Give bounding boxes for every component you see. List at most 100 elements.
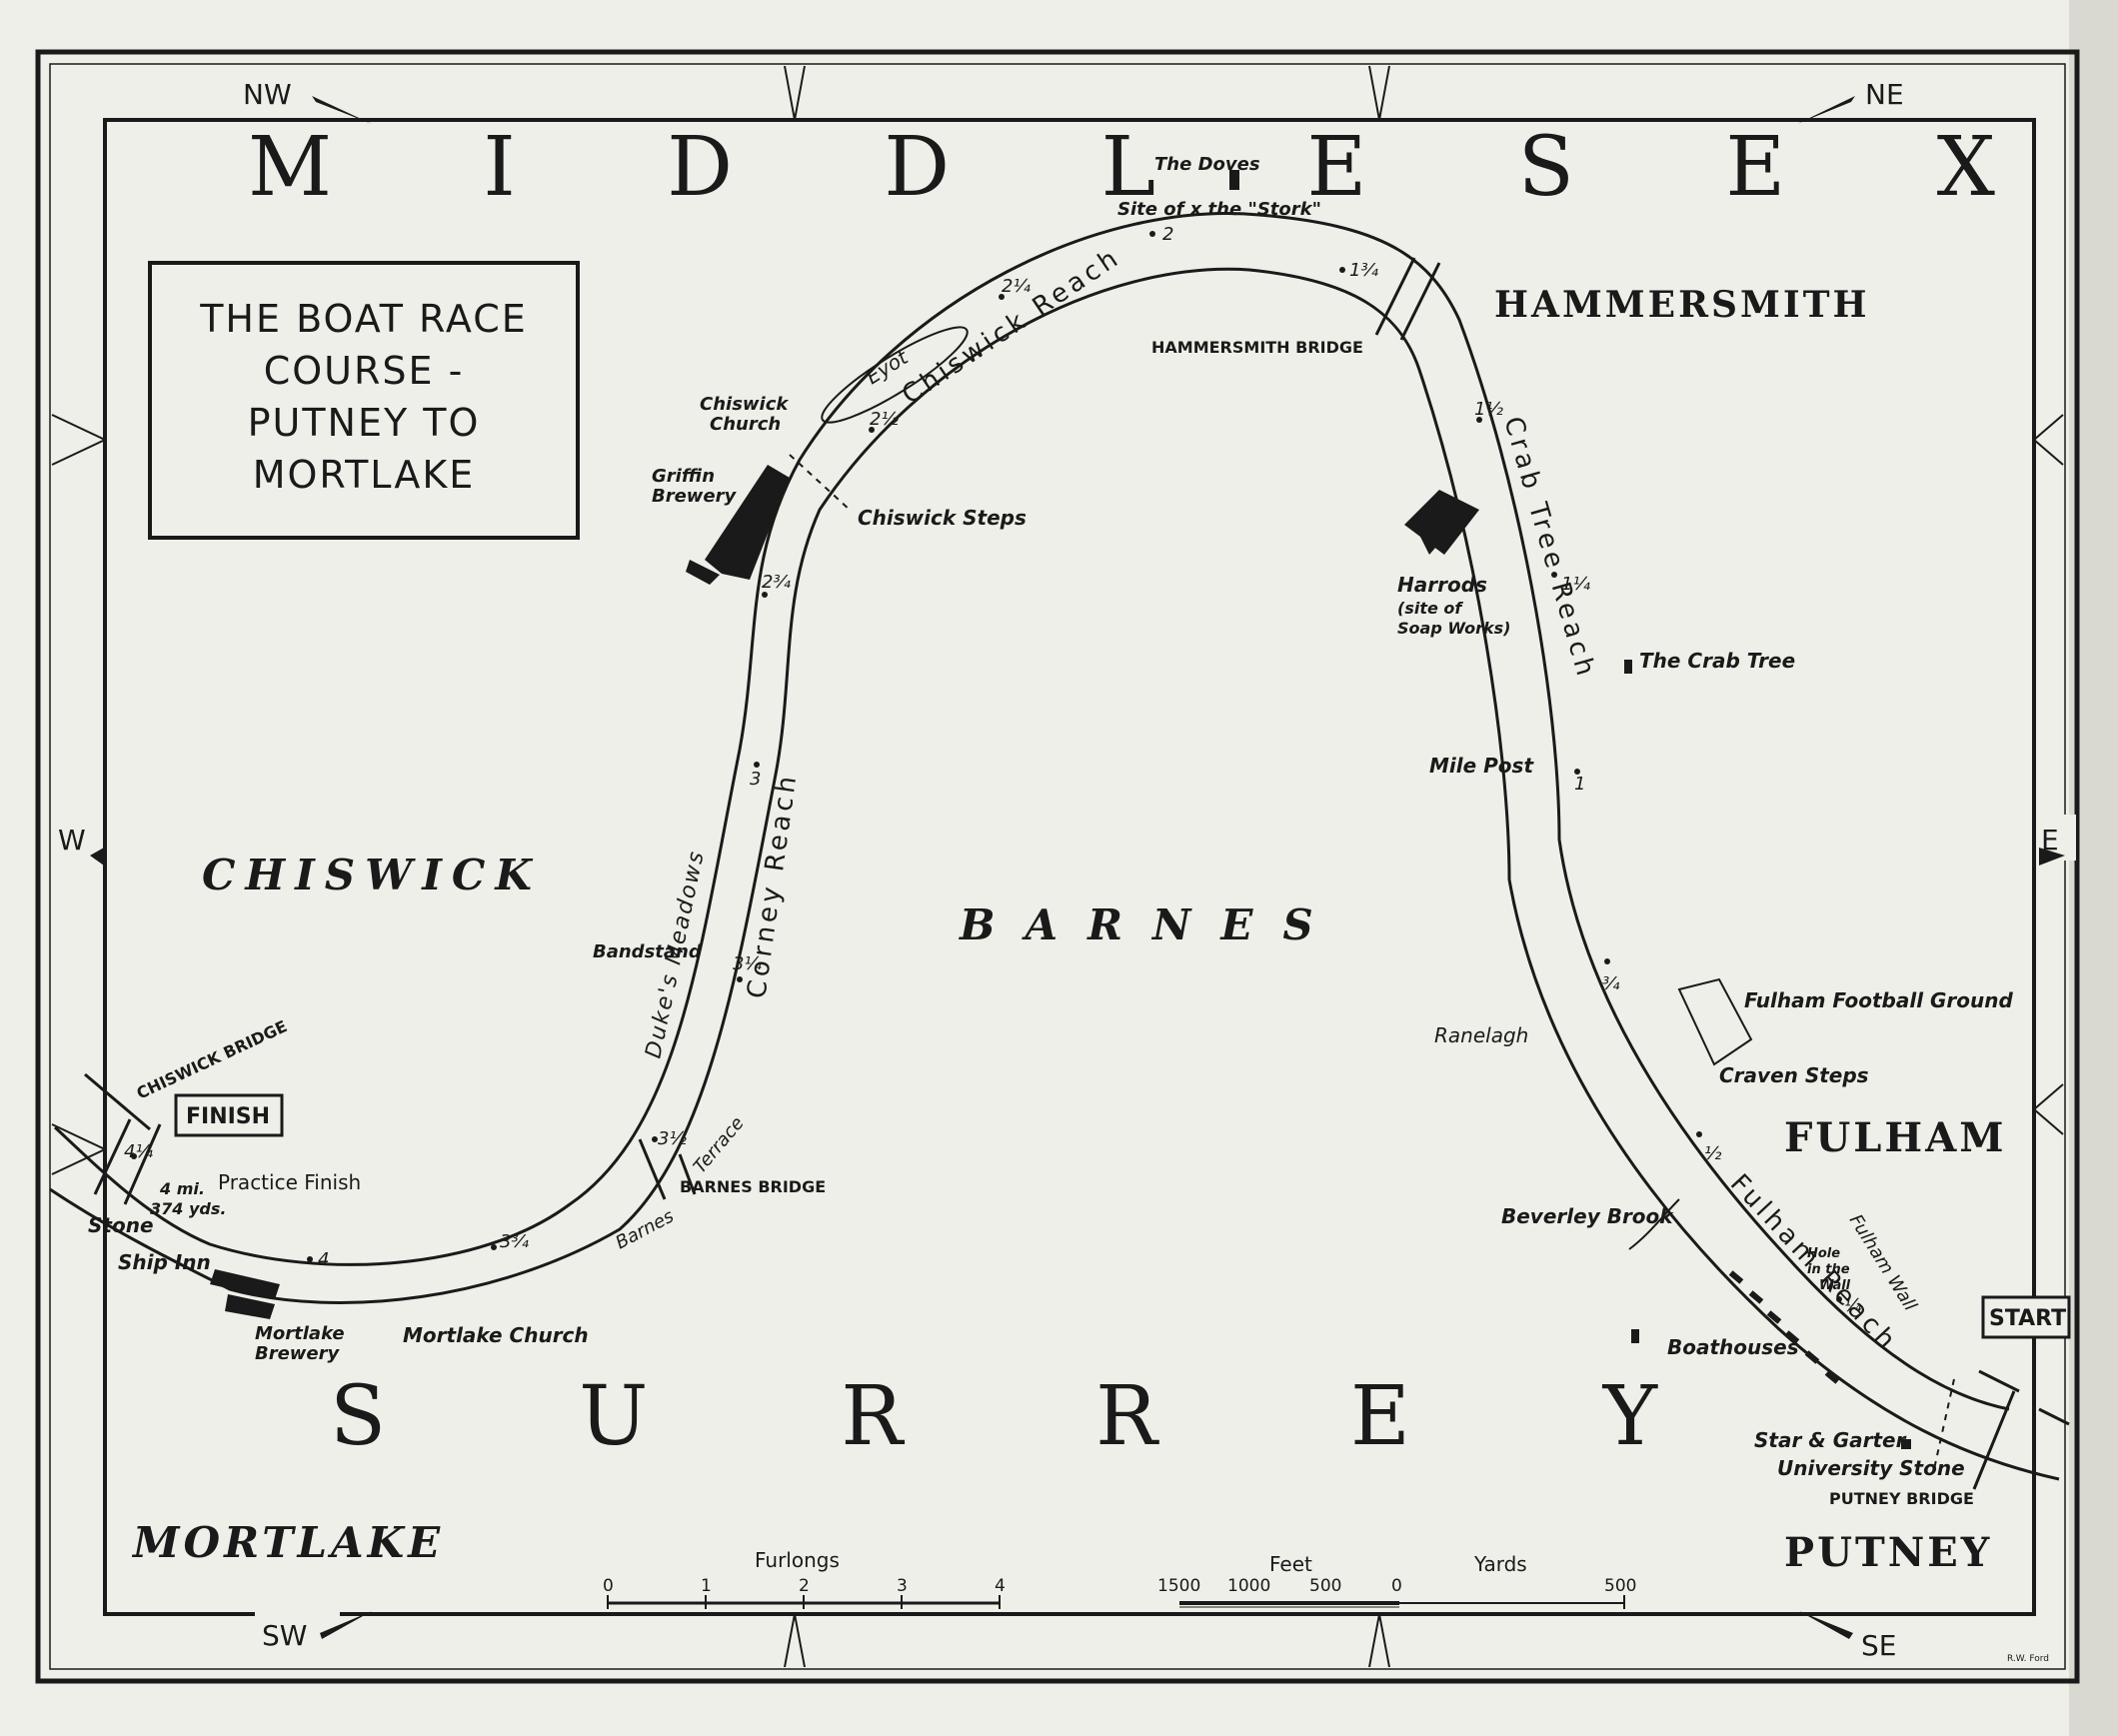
mile-marker-1-2: ½: [1704, 1143, 1722, 1164]
scale-furlongs-3: 3: [897, 1576, 908, 1596]
mile-marker-4: 4: [318, 1249, 329, 1270]
compass-e: E: [2041, 824, 2059, 857]
river-thames: [49, 212, 2060, 1481]
label-harrods-3: Soap Works): [1397, 619, 1510, 638]
bridges: [84, 257, 2070, 1490]
label-course-distance-2: 374 yds.: [150, 1199, 226, 1218]
label-mortlake-brewery-2: Brewery: [255, 1343, 341, 1364]
label-stork: Site of x the "Stork": [1117, 199, 1321, 220]
compass-w: W: [58, 824, 86, 857]
district-hammersmith: HAMMERSMITH: [1494, 284, 1870, 326]
label-the-crab-tree: The Crab Tree: [1639, 649, 1795, 673]
label-chiswick-steps: Chiswick Steps: [858, 506, 1027, 530]
compass-points: NW NE W E SW SE: [52, 70, 2076, 1667]
compass-nw: NW: [243, 78, 292, 111]
compass-arrow-se: [1799, 1611, 1853, 1639]
mile-marker-1-4: ¼: [1844, 1295, 1862, 1316]
title-box: [148, 261, 580, 540]
label-hole-2: in the: [1807, 1262, 1850, 1277]
label-stone: Stone: [88, 1213, 154, 1237]
mile-marker-3-3-4: 3¾: [500, 1231, 529, 1252]
compass-sw: SW: [262, 1619, 307, 1652]
frame-compass-ticks: [51, 65, 2064, 1668]
hammersmith-bridge-line: [1374, 257, 1416, 336]
label-mortlake-brewery-1: Mortlake: [255, 1323, 345, 1344]
label-star-garter: Star & Garter: [1754, 1428, 1907, 1452]
mile-marker-3-1-2: 3½: [658, 1128, 687, 1149]
map-frame: [35, 49, 2080, 1684]
scale-yards-label: Yards: [1473, 1552, 1527, 1576]
compass-arrow-w: [90, 848, 104, 866]
label-mile-post: Mile Post: [1429, 754, 1534, 778]
dashed-markers: [789, 454, 1955, 1470]
mile-marker-3-1-4: 3¼: [733, 953, 762, 974]
compass-arrow-ne: [1797, 96, 1855, 124]
mile-marker-3-4: ¾: [1602, 973, 1620, 994]
scale-feet-1500: 1500: [1157, 1576, 1200, 1596]
label-boathouses: Boathouses: [1667, 1335, 1799, 1359]
scale-feet-500: 500: [1309, 1576, 1341, 1596]
map-credit: R.W. Ford: [2007, 1654, 2049, 1664]
label-chiswick-church-1: Chiswick: [700, 394, 789, 415]
label-fulham-football-ground: Fulham Football Ground: [1744, 988, 2014, 1012]
district-barnes: BARNES: [959, 900, 1343, 949]
barnes-bridge-line: [638, 1138, 667, 1200]
label-griffin-2: Brewery: [652, 486, 738, 507]
river-north-bank: [53, 212, 2010, 1411]
scale-feet-1000: 1000: [1227, 1576, 1270, 1596]
scale-furlongs-label: Furlongs: [755, 1548, 840, 1572]
eyot-island: [821, 326, 969, 424]
mortlake-brewery-shape: [210, 1269, 280, 1299]
scale-furlongs-4: 4: [995, 1576, 1006, 1596]
label-hole-3: Wall: [1819, 1278, 1851, 1293]
label-bandstand: Bandstand: [593, 941, 703, 962]
district-mortlake: MORTLAKE: [131, 1518, 444, 1567]
district-putney: PUTNEY: [1784, 1529, 1992, 1576]
mile-marker-3: 3: [750, 769, 761, 790]
beverley-brook-line: [1628, 1198, 1680, 1250]
label-harrods-1: Harrods: [1397, 573, 1487, 597]
mile-marker-2-1-2: 2½: [870, 409, 899, 430]
mile-marker-2-1-4: 2¼: [1002, 276, 1031, 297]
mile-markers: 2 1¾ 2¼ 2½ 1½ 1¼ 2¾ 3 1 3¼ ¾ 3½ ½ ¼ 4¼ 4…: [124, 224, 1862, 1316]
compass-se: SE: [1861, 1629, 1896, 1662]
compass-arrow-e: [2039, 848, 2065, 866]
mile-marker-1-1-2: 1½: [1474, 399, 1503, 420]
start-box: [1981, 1295, 2071, 1339]
label-ship-inn: Ship Inn: [118, 1250, 211, 1274]
label-hammersmith-bridge: HAMMERSMITH BRIDGE: [1151, 338, 1363, 357]
district-fulham: FULHAM: [1784, 1114, 2007, 1161]
title-line-3: PUTNEY TO: [248, 401, 481, 445]
title-line-1: THE BOAT RACE: [199, 297, 528, 341]
mile-marker-1-3-4: 1¾: [1349, 260, 1378, 281]
scale-feet-0: 0: [1391, 1576, 1402, 1596]
scale-feet-label: Feet: [1269, 1552, 1312, 1576]
start-label: START: [1989, 1306, 2066, 1331]
label-ranelagh: Ranelagh: [1434, 1023, 1528, 1047]
scale-furlongs-2: 2: [799, 1576, 810, 1596]
mile-marker-2-3-4: 2¾: [762, 572, 791, 593]
label-course-distance-1: 4 mi.: [159, 1179, 205, 1198]
griffin-brewery-shape: [705, 465, 790, 580]
fulham-football-ground-outline: [1677, 977, 1753, 1066]
buildings: [210, 170, 1911, 1449]
label-practice-finish: Practice Finish: [218, 1170, 361, 1194]
compass-ne: NE: [1865, 78, 1904, 111]
river-south-bank: [49, 267, 2060, 1481]
boathouses-shape: [1728, 1270, 1840, 1384]
label-the-doves: The Doves: [1154, 154, 1260, 175]
putney-bridge-line: [1978, 1369, 2020, 1393]
label-harrods-2: (site of: [1397, 599, 1463, 618]
mile-marker-1: 1: [1574, 774, 1585, 795]
compass-arrow-sw: [320, 1611, 372, 1639]
mile-marker-4-1-4: 4¼: [124, 1141, 153, 1162]
label-hole-1: Hole: [1807, 1246, 1840, 1261]
scale-yards-500: 500: [1604, 1576, 1636, 1596]
label-university-stone: University Stone: [1777, 1456, 1965, 1480]
title-line-2: COURSE -: [264, 349, 465, 393]
compass-arrow-nw: [312, 96, 372, 124]
label-mortlake-church: Mortlake Church: [403, 1323, 589, 1347]
scale-furlongs-1: 1: [701, 1576, 712, 1596]
mile-marker-2: 2: [1162, 224, 1173, 245]
